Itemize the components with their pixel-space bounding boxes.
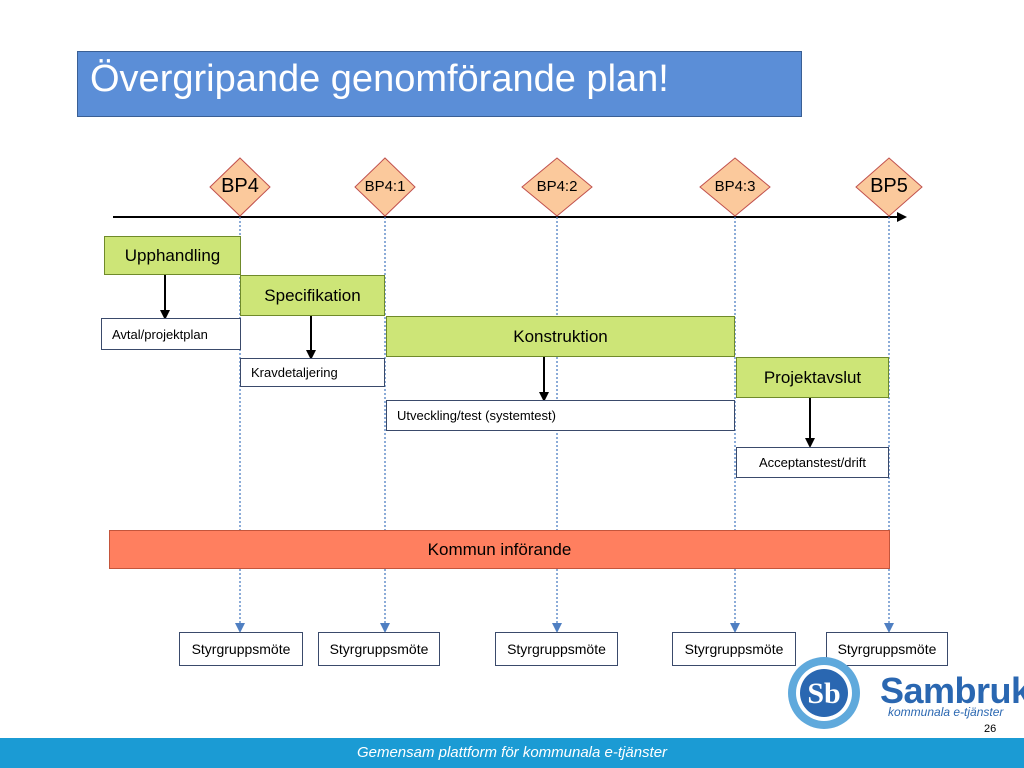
phase-specifikation: Specifikation xyxy=(240,275,385,316)
footer-text: Gemensam plattform för kommunala e-tjäns… xyxy=(356,744,668,761)
milestone-label-bp4: BP4 xyxy=(221,175,259,197)
deliverable-avtal-projektplan: Avtal/projektplan xyxy=(101,318,241,350)
footer-bar: Gemensam plattform för kommunala e-tjäns… xyxy=(0,738,1024,768)
milestone-label-bp4-1: BP4:1 xyxy=(364,178,406,195)
title-box: Övergripande genomförande plan! xyxy=(77,51,802,117)
milestone-diamond-bp4-3 xyxy=(699,157,771,217)
milestone-label-bp4-2: BP4:2 xyxy=(536,178,578,195)
milestone-diamond-bp4-2 xyxy=(521,157,593,217)
milestone-diamond-bp4-1 xyxy=(354,157,416,217)
meeting-box-3: Styrgruppsmöte xyxy=(495,632,618,666)
meeting-box-2: Styrgruppsmöte xyxy=(318,632,440,666)
deliverable-kravdetaljering: Kravdetaljering xyxy=(240,358,385,387)
milestone-diamond-bp4 xyxy=(209,157,271,217)
emblem-letters: Sb xyxy=(807,677,840,710)
milestone-diamond-bp5 xyxy=(855,157,923,217)
kommun-inforande-bar: Kommun införande xyxy=(109,530,890,569)
page-number: 26 xyxy=(984,723,997,735)
sambruk-emblem-icon: Sb xyxy=(788,657,860,729)
page-title: Övergripande genomförande plan! xyxy=(90,58,669,100)
deliverable-utveckling-test: Utveckling/test (systemtest) xyxy=(386,400,735,431)
phase-upphandling: Upphandling xyxy=(104,236,241,275)
meeting-box-5: Styrgruppsmöte xyxy=(826,632,948,666)
sambruk-tagline: kommunala e-tjänster xyxy=(888,705,1004,719)
milestone-label-bp4-3: BP4:3 xyxy=(714,178,756,195)
meeting-box-1: Styrgruppsmöte xyxy=(179,632,303,666)
milestone-label-bp5: BP5 xyxy=(870,175,908,197)
phase-projektavslut: Projektavslut xyxy=(736,357,889,398)
phase-konstruktion: Konstruktion xyxy=(386,316,735,357)
deliverable-acceptanstest-drift: Acceptanstest/drift xyxy=(736,447,889,478)
sambruk-logo-text: Sambruk xyxy=(880,670,1024,711)
meeting-box-4: Styrgruppsmöte xyxy=(672,632,796,666)
